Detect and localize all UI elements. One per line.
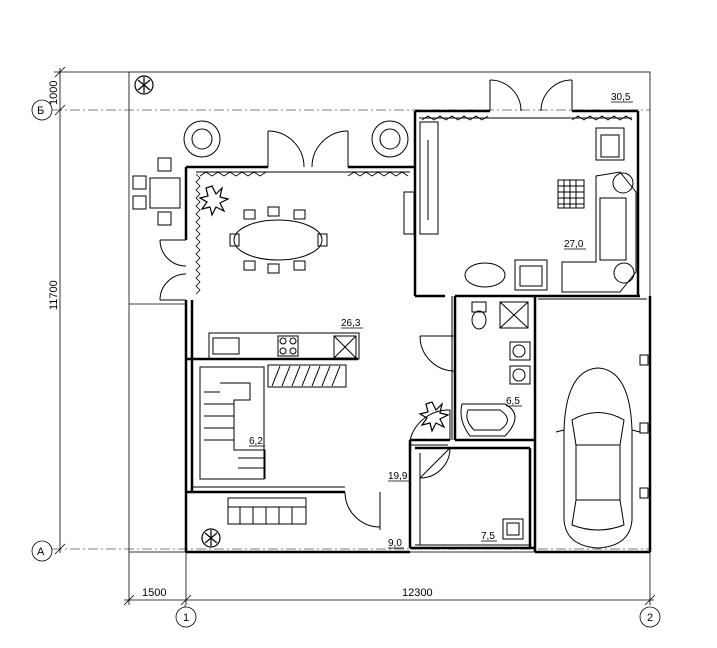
armchair-icon (183, 120, 221, 158)
stairs (199, 366, 266, 480)
room-area-hall: 19,9 (388, 471, 408, 482)
dining-table (229, 206, 328, 274)
plant-icon (198, 185, 230, 217)
room-area-bath: 6,5 (506, 396, 520, 407)
room-labels: 30,5 27,0 26,3 6,5 6,2 19,9 9,0 7,5 (249, 92, 633, 549)
bath-fixtures (460, 301, 531, 437)
axis-label-a: А (37, 546, 45, 558)
dimension-texts: 1000 11700 1500 12300 (48, 81, 433, 599)
axis-label-2: 2 (647, 612, 653, 624)
curtains (195, 115, 633, 295)
ottoman (464, 262, 506, 288)
dim-width-left: 1500 (142, 587, 166, 599)
room-area-terrace: 30,5 (611, 92, 631, 103)
plant-icon (201, 528, 221, 548)
room-area-living: 27,0 (564, 239, 584, 250)
storage-box (502, 518, 524, 540)
axis-markers (31, 99, 661, 628)
room-area-porch: 9,0 (388, 538, 402, 549)
bench (227, 497, 307, 525)
walls (184, 109, 652, 554)
plant-icon (134, 75, 154, 95)
car-icon (555, 367, 641, 549)
dim-width-main: 12300 (402, 587, 433, 599)
rug (557, 179, 585, 209)
room-area-kitchen: 26,3 (341, 318, 361, 329)
kitchen-shelf (267, 364, 347, 388)
room-area-storage: 7,5 (481, 531, 495, 542)
dim-height-top: 1000 (48, 81, 60, 105)
armchair-icon (514, 259, 548, 291)
armchair-icon (371, 120, 409, 158)
dimension-lines (54, 66, 656, 606)
sofa (561, 171, 637, 293)
plant-icon (418, 401, 450, 433)
axis-label-1: 1 (183, 612, 189, 624)
garage-windows (639, 354, 649, 499)
kitchen-counter (208, 332, 360, 360)
tv-unit (403, 121, 439, 235)
axis-lines (52, 109, 650, 550)
axis-label-b: Б (37, 105, 44, 117)
axis-labels: Б А 1 2 (37, 105, 653, 624)
armchair-icon (595, 127, 625, 161)
dim-height-total: 11700 (48, 280, 60, 310)
terrace-table (132, 157, 181, 226)
doors (159, 79, 573, 530)
room-area-stair: 6,2 (249, 436, 263, 447)
